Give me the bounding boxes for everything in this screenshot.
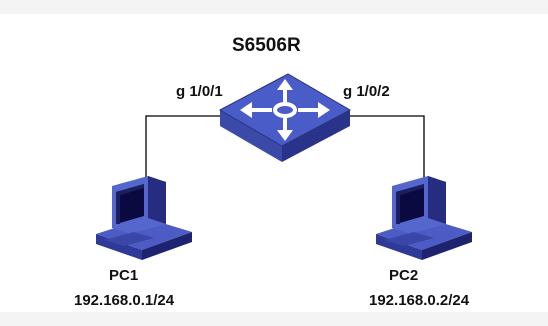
network-switch-icon[interactable] xyxy=(214,66,356,166)
pc1-computer-icon[interactable] xyxy=(92,176,196,262)
pc2-ip-label: 192.168.0.2/24 xyxy=(369,292,470,309)
pc1-ip-label: 192.168.0.1/24 xyxy=(74,292,175,309)
port-right-label: g 1/0/2 xyxy=(343,83,390,100)
switch-arrows-icon xyxy=(240,79,330,141)
port-left-label: g 1/0/1 xyxy=(176,83,223,100)
diagram-panel xyxy=(0,14,548,312)
link-switch-pc2 xyxy=(342,115,425,186)
switch-name-label: S6506R xyxy=(232,35,301,56)
pc2-computer-icon[interactable] xyxy=(372,176,476,262)
pc2-name-label: PC2 xyxy=(389,267,419,284)
pc1-name-label: PC1 xyxy=(109,267,139,284)
link-pc1-switch xyxy=(145,115,228,186)
